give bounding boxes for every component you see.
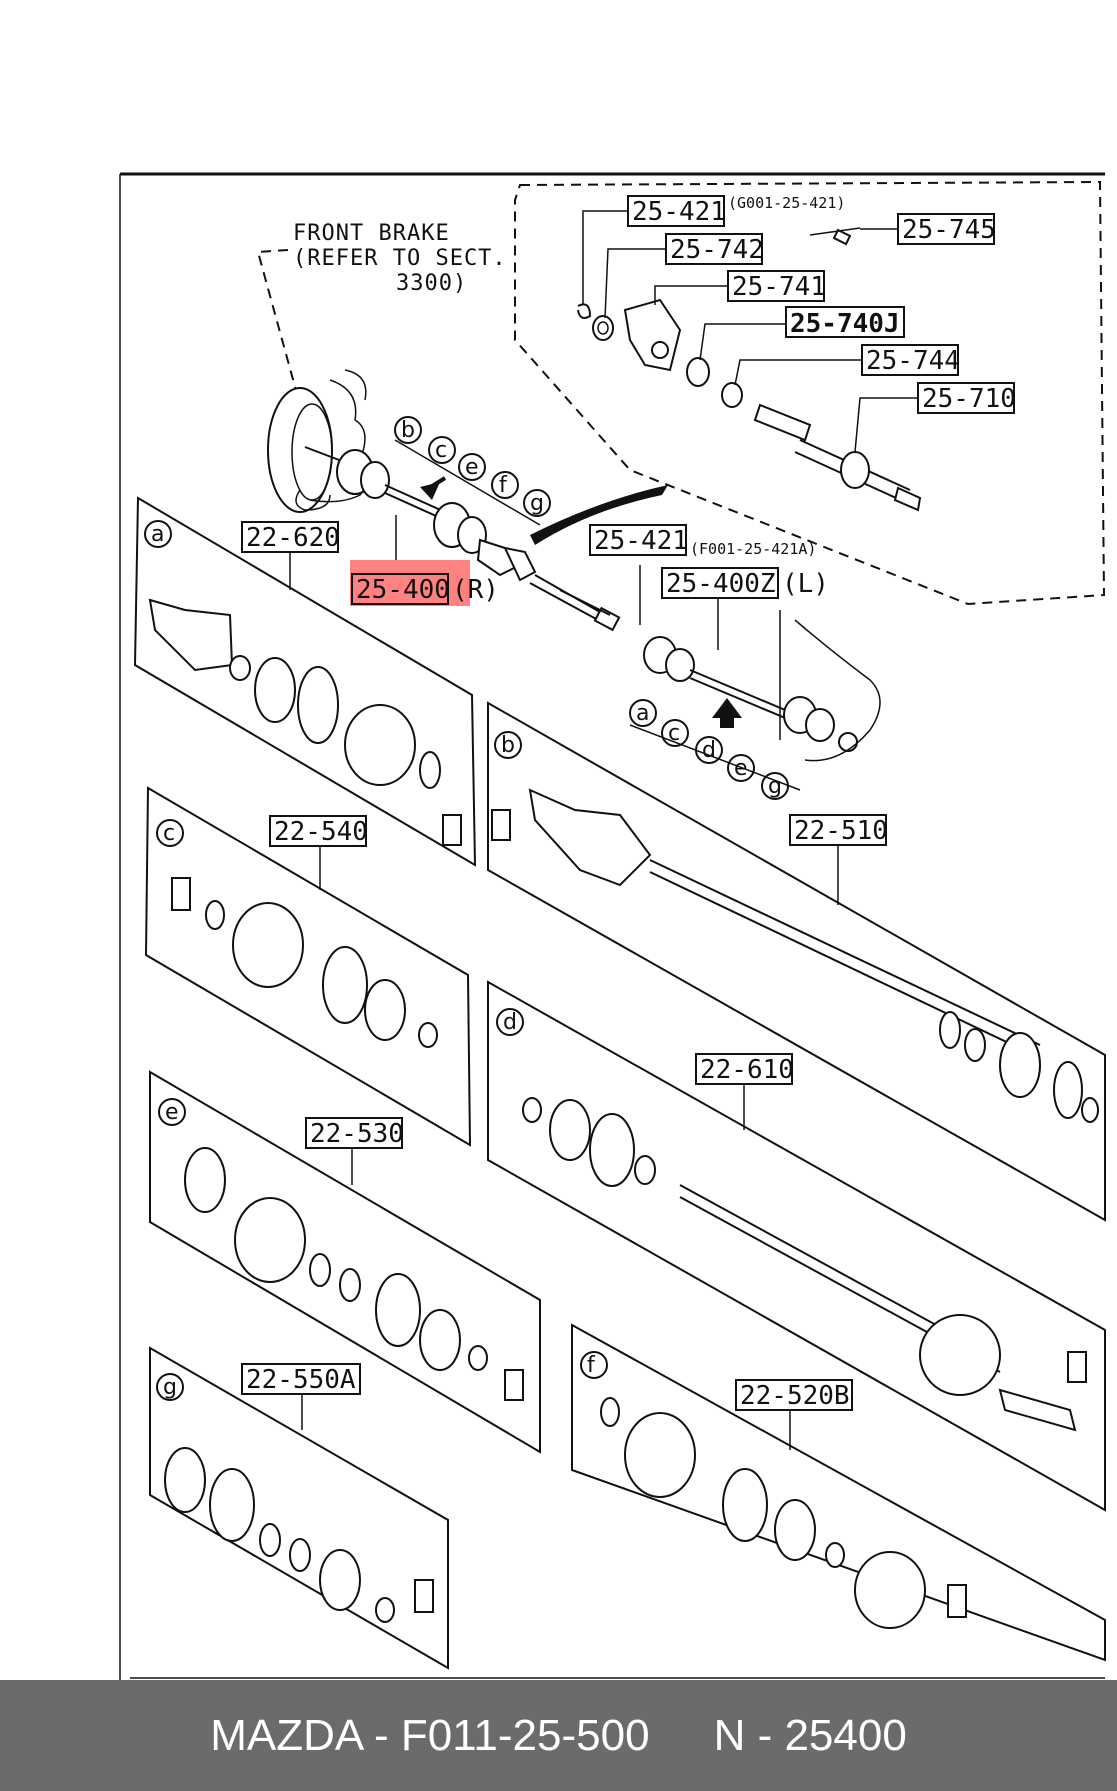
circle-letter: a [636, 701, 649, 726]
label-25-744: 25-744 [866, 346, 960, 376]
label-22-540: 22-540 [274, 817, 368, 847]
label-25-421-top: 25-421 [632, 197, 726, 227]
footer-reference-number: N - 25400 [713, 1710, 907, 1760]
label-25-421-mid-ref: (F001-25-421A) [690, 540, 816, 558]
exploded-parts-diagram: FRONT BRAKE (REFER TO SECT. 3300) b c [119, 172, 1106, 1680]
footer-part-number: MAZDA - F011-25-500 [210, 1710, 650, 1760]
kit-panel-g: g [149, 1346, 449, 1670]
front-brake-note: FRONT BRAKE (REFER TO SECT. 3300) [293, 221, 507, 296]
label-22-510: 22-510 [794, 816, 888, 846]
callout-letters-upper: b c e f g [394, 416, 551, 526]
highlight-25-400 [350, 560, 470, 606]
note-line-2: (REFER TO SECT. [293, 246, 507, 271]
circle-letter: d [702, 738, 716, 763]
part-labels: 25-421 (G001-25-421) 25-745 25-742 25-74… [241, 194, 1016, 1411]
kit-panel-f: f [571, 1323, 1106, 1662]
label-22-620: 22-620 [246, 523, 340, 553]
panel-letter-b: b [501, 733, 515, 758]
label-25-745: 25-745 [902, 215, 996, 245]
label-25-421-top-ref: (G001-25-421) [728, 194, 845, 212]
label-25-400: 25-400 [356, 575, 450, 605]
label-25-400Z: 25-400Z [666, 569, 776, 599]
panel-letter-g: g [163, 1375, 177, 1400]
note-line-1: FRONT BRAKE [293, 221, 450, 246]
footer-bar: MAZDA - F011-25-500 N - 25400 [0, 1680, 1117, 1791]
wedge-arrow-icon [530, 485, 668, 545]
bearing-support-parts [577, 210, 922, 512]
circle-letter: c [435, 438, 447, 463]
label-25-741: 25-741 [732, 272, 826, 302]
note-line-3: 3300) [396, 271, 467, 296]
kit-panel-b: b [487, 701, 1106, 1222]
kit-panel-d: d [487, 980, 1106, 1512]
panel-letter-c: c [163, 821, 175, 846]
circle-letter: b [401, 418, 415, 443]
label-25-400-side: (R) [452, 575, 499, 605]
label-25-400Z-side: (L) [782, 569, 829, 599]
up-arrow-icon [712, 698, 742, 728]
circle-letter: c [668, 721, 680, 746]
label-22-610: 22-610 [700, 1055, 794, 1085]
label-25-742: 25-742 [670, 235, 764, 265]
circle-letter: g [530, 491, 544, 516]
panel-letter-f: f [587, 1353, 596, 1378]
label-22-530: 22-530 [310, 1119, 404, 1149]
kit-panel-e: e [149, 1070, 541, 1454]
circle-letter: e [465, 455, 479, 480]
drive-shaft-right [304, 446, 621, 632]
leader-lines [395, 210, 918, 650]
label-25-740J: 25-740J [790, 309, 900, 339]
callout-letters-lower: a c d e g [629, 699, 801, 800]
kit-panel-c: c [144, 786, 472, 1147]
drive-shaft-left [559, 589, 881, 762]
panel-letter-a: a [151, 522, 164, 547]
circle-letter: g [768, 774, 782, 799]
circle-letter: f [499, 473, 508, 498]
label-25-421-mid: 25-421 [594, 526, 688, 556]
label-22-550A: 22-550A [246, 1365, 356, 1395]
panel-letter-e: e [165, 1100, 179, 1125]
label-25-710: 25-710 [922, 384, 1016, 414]
note-leader-dashed [256, 249, 301, 406]
kit-panel-a: a [133, 496, 477, 867]
dashed-detail-region [514, 180, 1106, 606]
circle-letter: e [734, 756, 748, 781]
label-22-520B: 22-520B [740, 1381, 850, 1411]
panel-letter-d: d [503, 1010, 517, 1035]
